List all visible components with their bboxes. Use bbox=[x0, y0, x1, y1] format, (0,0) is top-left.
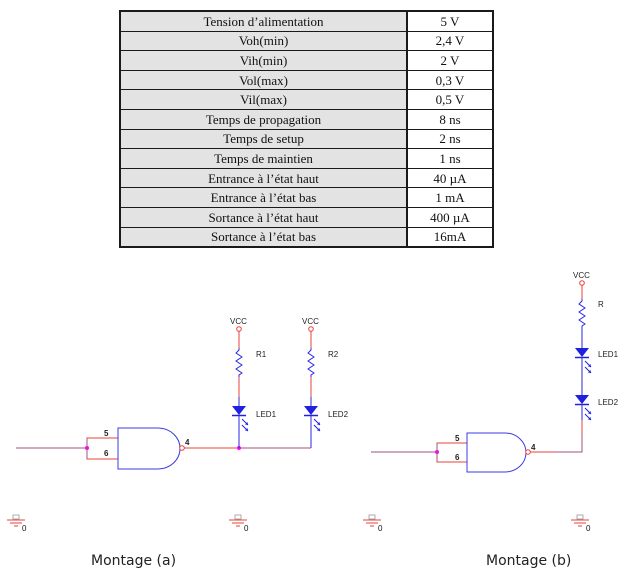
montage-a: 5 6 4 VCC R1 LED1 VCC R2 bbox=[6, 317, 349, 569]
led-label-2: LED2 bbox=[328, 410, 349, 419]
led-label-1: LED1 bbox=[256, 410, 277, 419]
led-2 bbox=[574, 394, 592, 421]
resistor-label-r2: R2 bbox=[328, 350, 339, 359]
pin-label-5: 5 bbox=[104, 429, 109, 438]
value-cell: 2 ns bbox=[406, 128, 494, 150]
parameter-cell: Entrance à l’état haut bbox=[119, 167, 408, 189]
value-cell: 1 ns bbox=[406, 148, 494, 169]
vcc-label: VCC bbox=[230, 317, 247, 326]
value-cell: 2 V bbox=[406, 50, 494, 71]
ground-label: 0 bbox=[244, 524, 249, 533]
parameter-cell: Tension d’alimentation bbox=[119, 10, 408, 32]
resistor-label-r1: R1 bbox=[256, 350, 267, 359]
resistor-r bbox=[578, 298, 586, 329]
led-label-2: LED2 bbox=[598, 398, 619, 407]
vcc-label: VCC bbox=[573, 271, 590, 280]
value-cell: 16mA bbox=[406, 226, 494, 248]
value-cell: 8 ns bbox=[406, 108, 494, 130]
caption-montage-b: Montage (b) bbox=[486, 553, 571, 569]
caption-montage-a: Montage (a) bbox=[91, 553, 176, 569]
ground-label: 0 bbox=[378, 524, 383, 533]
input-tie-wire bbox=[86, 437, 118, 460]
led-1 bbox=[574, 347, 592, 374]
table-row: Vih(min)2 V bbox=[119, 50, 494, 71]
parameter-cell: Vil(max) bbox=[119, 89, 408, 110]
vcc-terminal bbox=[308, 326, 314, 332]
pin-label-6: 6 bbox=[455, 453, 460, 462]
parameter-cell: Temps de propagation bbox=[119, 108, 408, 130]
montage-b: 5 6 4 VCC R LED1 LED2 0 0 Montage (b) bbox=[362, 271, 619, 569]
branch-1: VCC R1 LED1 bbox=[230, 317, 277, 448]
value-cell: 40 µA bbox=[406, 167, 494, 189]
ground-label: 0 bbox=[22, 524, 27, 533]
resistor-r1 bbox=[235, 347, 243, 378]
input-tie-wire bbox=[436, 442, 467, 463]
ground-label: 0 bbox=[586, 524, 591, 533]
value-cell: 0,5 V bbox=[406, 89, 494, 110]
parameter-cell: Vol(max) bbox=[119, 69, 408, 91]
value-cell: 5 V bbox=[406, 10, 494, 32]
resistor-label-r: R bbox=[598, 300, 604, 309]
vcc-terminal bbox=[579, 280, 585, 286]
nand-gate bbox=[466, 432, 527, 473]
pin-label-5: 5 bbox=[455, 434, 460, 443]
parameter-cell: Sortance à l’état bas bbox=[119, 226, 408, 248]
vcc-terminal bbox=[236, 326, 242, 332]
table-row: Vol(max)0,3 V bbox=[119, 69, 494, 91]
value-cell: 0,3 V bbox=[406, 69, 494, 91]
led-2 bbox=[303, 405, 321, 432]
nand-gate bbox=[117, 427, 181, 470]
led-label-1: LED1 bbox=[598, 350, 619, 359]
pin-label-4: 4 bbox=[185, 438, 190, 447]
branch-2: VCC R2 LED2 bbox=[302, 317, 349, 448]
pin-label-4: 4 bbox=[531, 443, 536, 452]
parameter-cell: Entrance à l’état bas bbox=[119, 187, 408, 208]
parameter-cell: Sortance à l’état haut bbox=[119, 206, 408, 228]
led-1 bbox=[231, 405, 249, 432]
parameter-cell: Vih(min) bbox=[119, 50, 408, 71]
parameter-cell: Temps de maintien bbox=[119, 148, 408, 169]
value-cell: 400 µA bbox=[406, 206, 494, 228]
table-row: Vil(max)0,5 V bbox=[119, 89, 494, 110]
vcc-label: VCC bbox=[302, 317, 319, 326]
nand-output-bubble bbox=[179, 445, 185, 451]
pin-label-6: 6 bbox=[104, 449, 109, 458]
value-cell: 1 mA bbox=[406, 187, 494, 208]
resistor-r2 bbox=[307, 347, 315, 378]
parameter-cell: Temps de setup bbox=[119, 128, 408, 150]
nand-output-bubble bbox=[525, 449, 531, 455]
